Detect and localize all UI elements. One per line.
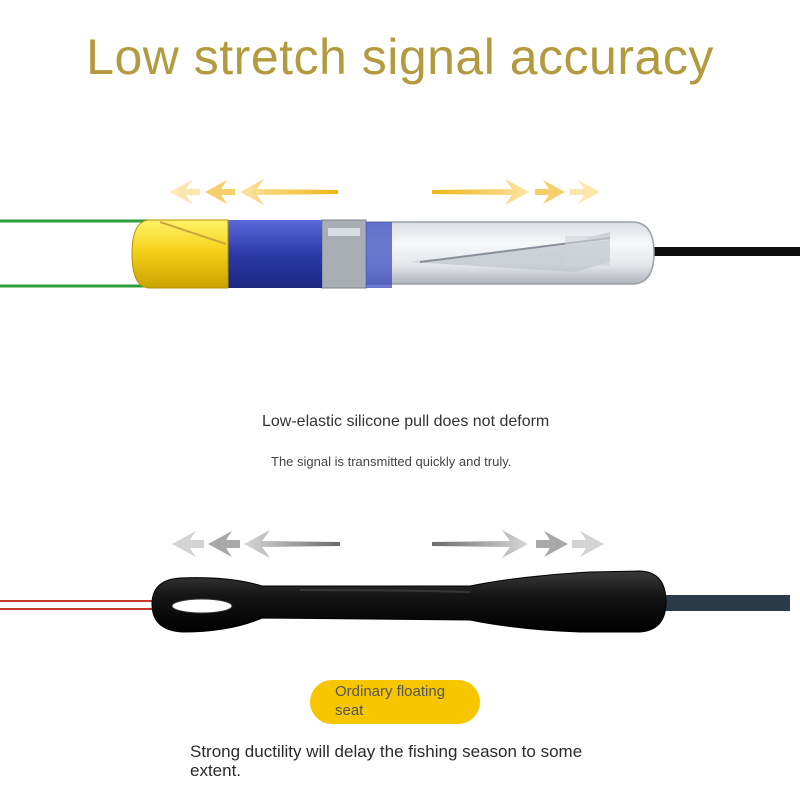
ordinary-caption: Strong ductility will delay the fishing … (190, 742, 583, 780)
green-fishing-line (0, 219, 160, 288)
blue-band (228, 220, 322, 288)
silicone-caption-sub: The signal is transmitted quickly and tr… (271, 454, 512, 469)
transparent-tube (321, 221, 655, 285)
blue-inner-segment (366, 222, 392, 288)
yellow-tip (131, 219, 229, 289)
collar-highlight (328, 228, 360, 236)
dark-fishing-line (650, 595, 790, 611)
ordinary-rubber-seat (151, 570, 667, 633)
arrow-right-grey-icon (432, 530, 604, 558)
ordinary-seat-badge (310, 680, 480, 724)
arrow-left-icon (170, 179, 338, 205)
arrow-right-icon (432, 179, 600, 205)
black-fishing-line (650, 247, 800, 256)
arrow-left-grey-icon (172, 530, 340, 558)
ordinary-seat-badge-text: Ordinary floating seat (335, 683, 446, 719)
page-title: Low stretch signal accuracy (86, 29, 714, 85)
silicone-caption-heading: Low-elastic silicone pull does not defor… (262, 413, 550, 430)
line-entry (159, 221, 227, 245)
